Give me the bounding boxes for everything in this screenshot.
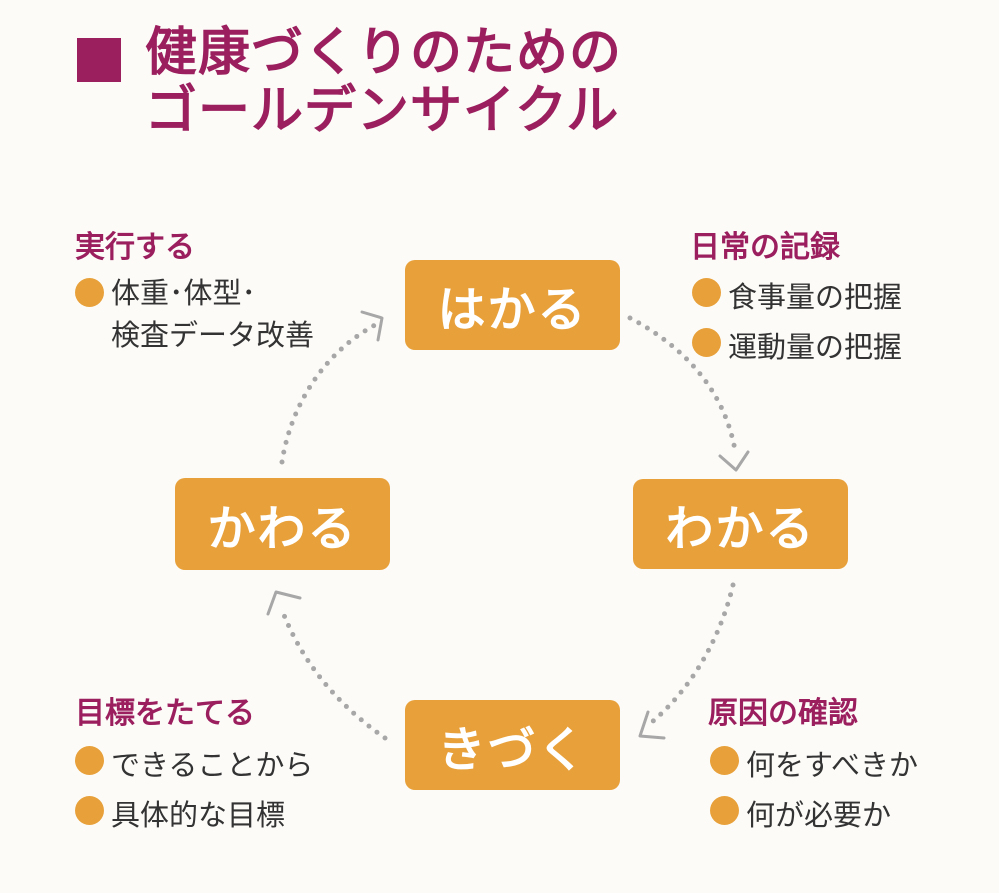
arrow-top-to-right bbox=[627, 315, 738, 453]
note-heading-execute: 実行する bbox=[75, 230, 195, 265]
bullet-dot-icon bbox=[692, 328, 721, 357]
arrowhead-bottom-icon bbox=[638, 710, 666, 740]
list-item: 具体的な目標 bbox=[75, 790, 313, 840]
list-item-text: 具体的な目標 bbox=[111, 798, 286, 832]
list-item-text: できることから bbox=[111, 748, 314, 782]
bullet-dot-icon bbox=[710, 796, 739, 825]
list-item: 体重･体型･ 検査データ改善 bbox=[75, 272, 314, 356]
list-item: 運動量の把握 bbox=[692, 322, 902, 372]
list-item: 何をすべきか bbox=[710, 740, 918, 790]
arrowhead-top-icon bbox=[360, 310, 384, 342]
arrow-left-to-top bbox=[279, 322, 378, 465]
page-title: 健康づくりのための ゴールデンサイクル bbox=[145, 24, 622, 140]
arrow-right-to-bottom bbox=[649, 582, 736, 725]
list-item-text: 運動量の把握 bbox=[728, 330, 903, 364]
note-list-confirm-cause: 何をすべきか 何が必要か bbox=[710, 740, 918, 840]
note-heading-record: 日常の記録 bbox=[690, 230, 840, 265]
list-item-text: 食事量の把握 bbox=[728, 280, 903, 314]
list-item-text: 体重･体型･ bbox=[111, 276, 257, 310]
title-line-1: 健康づくりのための bbox=[145, 23, 623, 83]
title-line-2: ゴールデンサイクル bbox=[145, 81, 620, 141]
list-item: 食事量の把握 bbox=[692, 272, 902, 322]
bullet-dot-icon bbox=[75, 746, 104, 775]
list-item: 何が必要か bbox=[710, 790, 918, 840]
list-item-text: 検査データ改善 bbox=[111, 318, 315, 352]
cycle-step-understand: わかる bbox=[633, 479, 848, 569]
bullet-dot-icon bbox=[710, 746, 739, 775]
list-item-text: 何をすべきか bbox=[746, 748, 918, 782]
note-list-execute: 体重･体型･ 検査データ改善 bbox=[75, 272, 314, 356]
cycle-step-measure: はかる bbox=[405, 260, 620, 350]
note-heading-set-goal: 目標をたてる bbox=[75, 696, 255, 731]
note-heading-confirm-cause: 原因の確認 bbox=[708, 696, 858, 731]
list-item-text: 何が必要か bbox=[746, 798, 892, 832]
cycle-step-notice: きづく bbox=[405, 700, 620, 790]
bullet-dot-icon bbox=[75, 796, 104, 825]
bullet-dot-icon bbox=[692, 278, 721, 307]
arrow-bottom-to-left bbox=[279, 607, 388, 741]
arrowhead-right-icon bbox=[718, 450, 750, 472]
list-item: できることから bbox=[75, 740, 313, 790]
cycle-step-change: かわる bbox=[175, 478, 390, 570]
title-square-icon bbox=[77, 38, 121, 82]
note-list-set-goal: できることから 具体的な目標 bbox=[75, 740, 313, 840]
note-list-record: 食事量の把握 運動量の把握 bbox=[692, 272, 902, 372]
bullet-dot-icon bbox=[75, 278, 104, 307]
arrowhead-left-icon bbox=[266, 590, 302, 616]
